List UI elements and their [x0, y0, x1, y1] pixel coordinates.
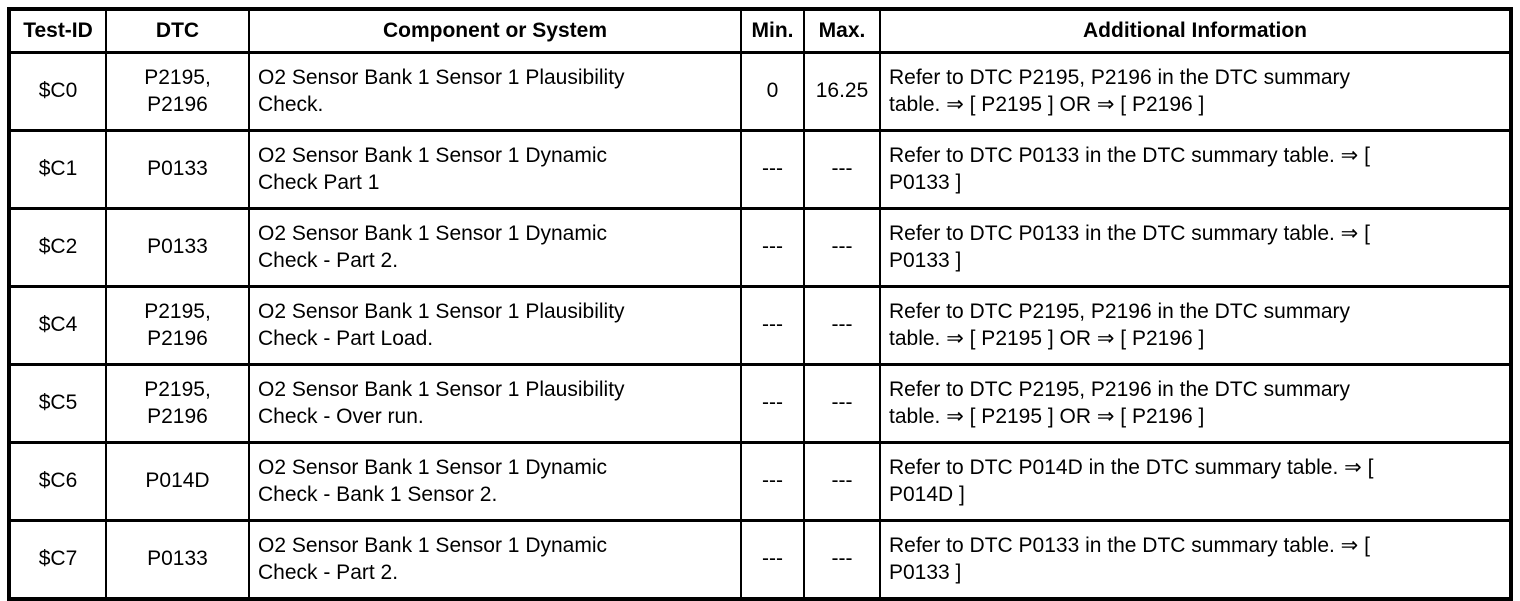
cell-dtc: P0133: [105, 519, 250, 601]
table-row: $C1 P0133 O2 Sensor Bank 1 Sensor 1 Dyna…: [8, 129, 1512, 210]
cell-additional-info: Refer to DTC P2195, P2196 in the DTC sum…: [879, 363, 1512, 444]
column-header-component: Component or System: [248, 7, 742, 54]
table-row: $C7 P0133 O2 Sensor Bank 1 Sensor 1 Dyna…: [8, 519, 1512, 601]
cell-component: O2 Sensor Bank 1 Sensor 1 Dynamic Check …: [248, 519, 742, 601]
cell-test-id: $C2: [8, 207, 107, 288]
cell-max: ---: [803, 441, 881, 522]
cell-max: ---: [803, 363, 881, 444]
cell-additional-info: Refer to DTC P0133 in the DTC summary ta…: [879, 207, 1512, 288]
cell-max: ---: [803, 129, 881, 210]
cell-dtc: P2195, P2196: [105, 51, 250, 132]
cell-max: ---: [803, 207, 881, 288]
cell-dtc: P0133: [105, 129, 250, 210]
cell-min: ---: [740, 207, 805, 288]
column-header-test-id: Test-ID: [8, 7, 107, 54]
cell-test-id: $C4: [8, 285, 107, 366]
cell-component: O2 Sensor Bank 1 Sensor 1 Plausibility C…: [248, 51, 742, 132]
cell-additional-info: Refer to DTC P014D in the DTC summary ta…: [879, 441, 1512, 522]
cell-component: O2 Sensor Bank 1 Sensor 1 Dynamic Check …: [248, 441, 742, 522]
table-row: $C5 P2195, P2196 O2 Sensor Bank 1 Sensor…: [8, 363, 1512, 444]
table-row: $C4 P2195, P2196 O2 Sensor Bank 1 Sensor…: [8, 285, 1512, 366]
cell-dtc: P2195, P2196: [105, 285, 250, 366]
table-row: $C6 P014D O2 Sensor Bank 1 Sensor 1 Dyna…: [8, 441, 1512, 522]
cell-min: 0: [740, 51, 805, 132]
cell-additional-info: Refer to DTC P2195, P2196 in the DTC sum…: [879, 51, 1512, 132]
cell-test-id: $C0: [8, 51, 107, 132]
cell-additional-info: Refer to DTC P0133 in the DTC summary ta…: [879, 519, 1512, 601]
cell-test-id: $C1: [8, 129, 107, 210]
cell-dtc: P0133: [105, 207, 250, 288]
cell-dtc: P2195, P2196: [105, 363, 250, 444]
cell-additional-info: Refer to DTC P2195, P2196 in the DTC sum…: [879, 285, 1512, 366]
cell-min: ---: [740, 129, 805, 210]
cell-test-id: $C6: [8, 441, 107, 522]
table-header-row: Test-ID DTC Component or System Min. Max…: [8, 7, 1512, 54]
cell-max: ---: [803, 285, 881, 366]
cell-min: ---: [740, 519, 805, 601]
table-row: $C2 P0133 O2 Sensor Bank 1 Sensor 1 Dyna…: [8, 207, 1512, 288]
cell-min: ---: [740, 285, 805, 366]
cell-test-id: $C7: [8, 519, 107, 601]
column-header-max: Max.: [803, 7, 881, 54]
cell-dtc: P014D: [105, 441, 250, 522]
table-row: $C0 P2195, P2196 O2 Sensor Bank 1 Sensor…: [8, 51, 1512, 132]
column-header-min: Min.: [740, 7, 805, 54]
column-header-dtc: DTC: [105, 7, 250, 54]
cell-component: O2 Sensor Bank 1 Sensor 1 Plausibility C…: [248, 285, 742, 366]
document-page: Test-ID DTC Component or System Min. Max…: [7, 7, 1513, 601]
column-header-additional-info: Additional Information: [879, 7, 1512, 54]
cell-additional-info: Refer to DTC P0133 in the DTC summary ta…: [879, 129, 1512, 210]
cell-test-id: $C5: [8, 363, 107, 444]
dtc-test-table: Test-ID DTC Component or System Min. Max…: [7, 7, 1513, 601]
cell-max: ---: [803, 519, 881, 601]
cell-min: ---: [740, 363, 805, 444]
cell-component: O2 Sensor Bank 1 Sensor 1 Plausibility C…: [248, 363, 742, 444]
cell-max: 16.25: [803, 51, 881, 132]
cell-component: O2 Sensor Bank 1 Sensor 1 Dynamic Check …: [248, 129, 742, 210]
cell-component: O2 Sensor Bank 1 Sensor 1 Dynamic Check …: [248, 207, 742, 288]
cell-min: ---: [740, 441, 805, 522]
